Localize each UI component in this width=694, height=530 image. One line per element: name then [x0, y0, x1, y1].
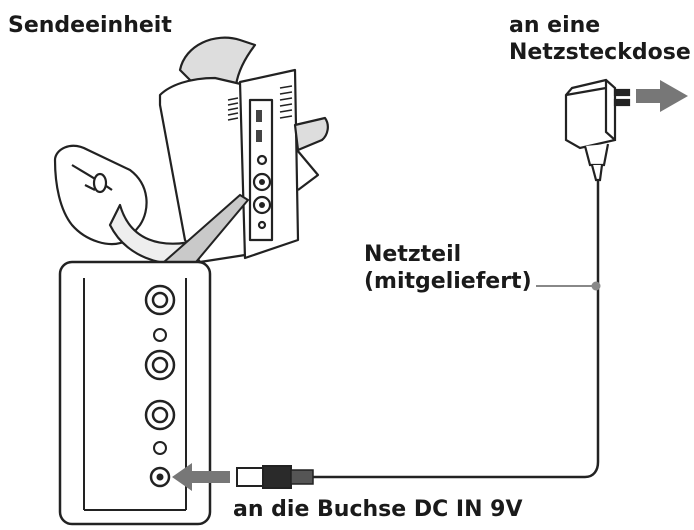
adapter-label-line2: (mitgeliefert) [364, 269, 532, 294]
small-jack-1 [256, 154, 268, 166]
side-wing [293, 116, 329, 152]
sender-unit-label: Sendeeinheit [8, 13, 172, 38]
adapter-leader-dot [591, 281, 601, 291]
small-jack-2 [257, 220, 267, 230]
dc-plug-tip [236, 467, 264, 487]
ac-adapter-illustration [564, 78, 631, 182]
enlarged-jack-panel [58, 260, 212, 526]
wall-socket-arrow [636, 80, 688, 112]
dc-plug-assembly [172, 463, 314, 491]
wall-socket-label-line2: Netzsteckdose [509, 40, 691, 65]
cradle-arm-detail [71, 164, 113, 191]
vent-slats [227, 85, 293, 121]
panel-outer [58, 260, 212, 526]
wall-socket-label: an eine Netzsteckdose [509, 12, 691, 66]
adapter-cord-exit [583, 143, 610, 167]
sender-unit-illustration [53, 36, 329, 266]
switch-mid [256, 130, 262, 142]
dc-in-arrow [172, 463, 230, 491]
side-wing-edge [296, 149, 320, 191]
power-cable [313, 180, 600, 479]
indicator-1 [153, 328, 167, 342]
dc-plug-strain-relief [290, 469, 314, 485]
indicator-2 [153, 441, 167, 455]
adapter-prong-2 [613, 98, 631, 107]
switch-top [256, 110, 262, 122]
wall-socket-label-line1: an eine [509, 13, 601, 38]
top-handle [178, 36, 257, 92]
adapter-label-line1: Netzteil [364, 242, 462, 267]
adapter-label: Netzteil (mitgeliefert) [364, 241, 532, 295]
dc-in-label: an die Buchse DC IN 9V [233, 497, 523, 522]
adapter-body [564, 78, 617, 150]
adapter-prong-1 [613, 88, 631, 97]
dc-plug-body [262, 465, 292, 489]
cradle-hole [92, 172, 108, 194]
